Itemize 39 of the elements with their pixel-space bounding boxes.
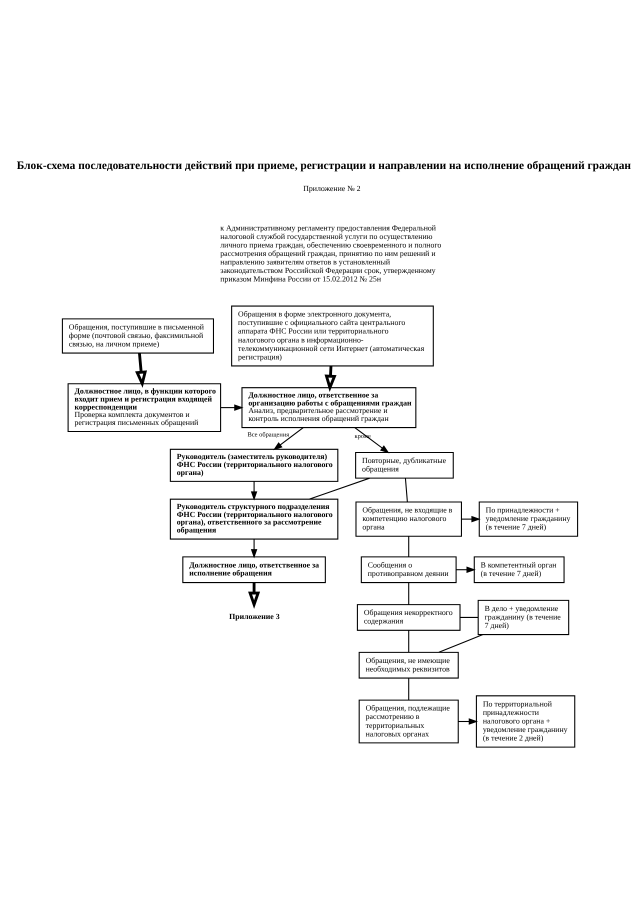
node-box: Руководитель (заместитель руководителя) ФНС России (территориального налогового органа) [170,448,338,482]
node-box: В дело + уведомление гражданину (в течение 7 дней) [478,600,570,636]
arrow [135,353,148,388]
label: Приложение № 2 [303,184,361,194]
node-box: Повторные, дубликатные обращения [355,452,454,479]
arrow [248,582,260,609]
node-box: По принадлежности + уведомление гражданину (в течение 7 дней) [478,501,578,537]
node-box: Обращения некорректного содержания [356,604,461,631]
node-box: Обращения, не входящие в компетенцию налогового органа [355,501,462,537]
label: к Административному регламенту предоставления Федеральной налоговой службой государственной услуги по осуществлению личного приема граждан, обеспечению своевременного и полного рассмотрения обращений граждан, принятию по ним решений и направлению заявителям ответов в установленный законодательством Российской Федерации срок, утвержденному приказом Минфина России от 15.02.2012 № 25н [220,223,442,284]
connector [408,536,410,557]
connector [408,678,410,700]
node-box: Сообщения о противоправном деянии [360,556,457,584]
connector [408,630,410,652]
connector [460,616,478,618]
arrow [220,404,244,411]
node-box: Должностное лицо, в функции которого входит прием и регистрация входящей корреспонденции Проверка комплекта документов и регистрация письменных обращений [68,383,222,432]
node-box: По территориальной принадлежности налогового органа + уведомление гражданину (в течение 2 дней) [476,695,576,748]
connector [438,634,483,653]
arrow [250,481,258,501]
arrow [324,366,337,392]
node-box: В компетентный орган (в течение 7 дней) [474,556,565,584]
connector [408,582,410,604]
node-box: Должностное лицо, ответственное за организацию работы с обращениями граждан Анализ, предварительное рассмотрение и контроль исполнения обращений граждан [241,387,416,428]
node-box: Обращения в форме электронного документа, поступившие с официального сайта центрального аппарата ФНС России или территориального налогового органа в информационно-телекоммуникационной сети Интернет (автоматическая регистрация) [231,306,434,366]
node-box: Обращения, не имеющие необходимых реквизитов [358,652,459,679]
connector [404,478,408,502]
diagram-title: Блок-схема последовательности действий при приеме, регистрации и направлении на исполнение обращений граждан [16,160,632,172]
arrow [273,427,304,450]
arrow [354,427,390,454]
node-box: Руководитель структурного подразделения ФНС России (территориального налогового органа), ответственного за рассмотрение обращения [170,498,338,540]
node-box: Обращения, подлежащие рассмотрению в территориальных налоговых органах [358,700,459,744]
arrow [462,516,481,522]
arrow [456,566,476,573]
arrow [458,718,478,725]
node-text: Приложение 3 [229,612,280,621]
arrow [250,539,258,558]
node-box: Должностное лицо, ответственное за исполнение обращения [182,556,326,584]
node-box: Обращения, поступившие в письменной форме (почтовой связью, факсимильной связью, на личном приеме) [62,318,214,354]
